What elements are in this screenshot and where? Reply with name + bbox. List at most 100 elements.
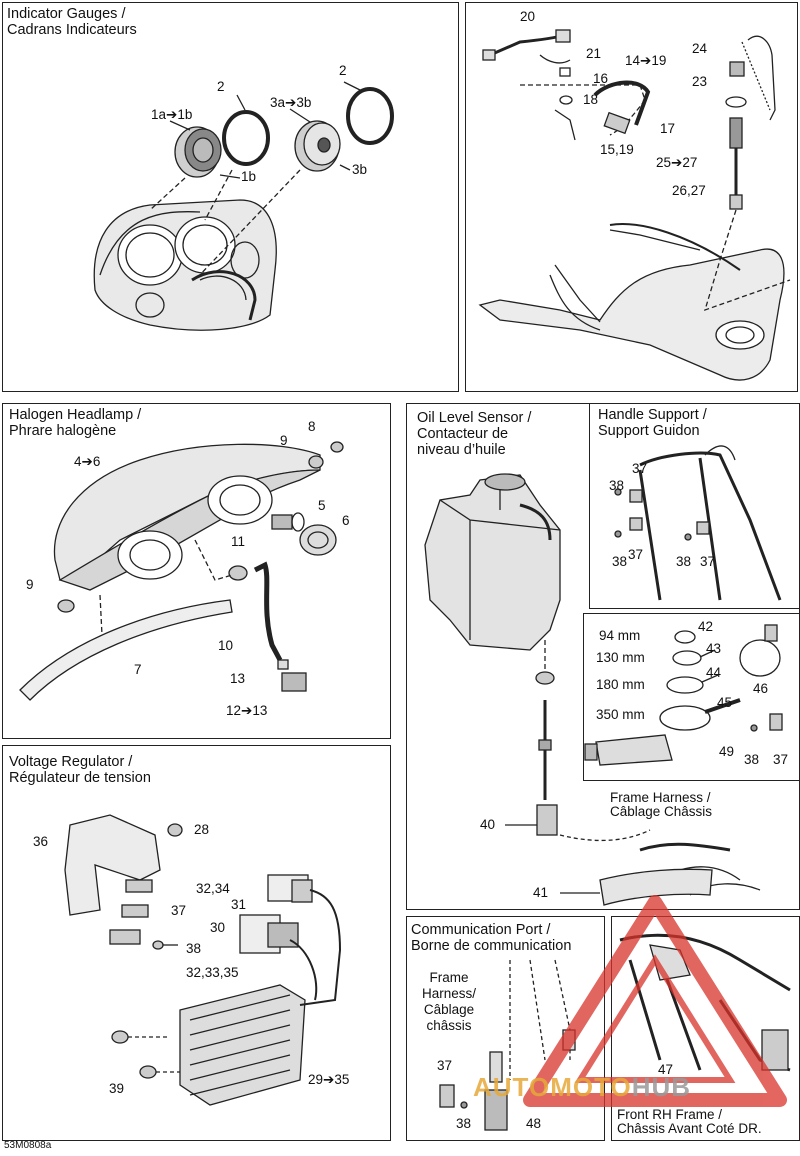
washer-18 (559, 95, 573, 105)
watermark-hub: HUB (631, 1072, 692, 1102)
callout-32-34: 32,34 (196, 881, 230, 896)
washer-23 (725, 96, 747, 108)
callout-49: 49 (719, 744, 735, 759)
size-130mm: 130 mm (596, 650, 645, 665)
part-13 (277, 659, 289, 670)
nut-8 (330, 441, 344, 453)
cable-tie-44 (666, 674, 719, 694)
instrument-cluster-housing (93, 199, 277, 331)
callout-21: 21 (586, 46, 602, 61)
cable-tie-42 (674, 630, 696, 644)
callout-38: 38 (186, 941, 202, 956)
comm-port-48 (484, 1089, 508, 1131)
callout-31: 31 (231, 897, 247, 912)
callout-3a-3b: 3a➔3b (270, 95, 312, 110)
watermark-logo (523, 895, 787, 1107)
panel-title: Indicator Gauges /Cadrans Indicateurs (7, 6, 137, 38)
callout-37: 37 (632, 461, 648, 476)
tube-17 (593, 80, 651, 126)
handle-support-frame (638, 445, 782, 601)
callout-17: 17 (660, 121, 676, 136)
clip-37b (629, 517, 643, 531)
panel-title: Handle Support /Support Guidon (598, 407, 707, 439)
callout-43: 43 (706, 641, 722, 656)
hose-10 (253, 561, 283, 662)
callout-16: 16 (593, 71, 609, 86)
callout-12-13: 12➔13 (226, 703, 268, 718)
callout-3b: 3b (352, 162, 368, 177)
callout-6: 6 (342, 513, 350, 528)
watermark-text: AUTOMOTOHUB (473, 1072, 691, 1103)
callout-38: 38 (676, 554, 692, 569)
callout-13: 13 (230, 671, 246, 686)
dess-post-25 (729, 117, 743, 210)
callout-9: 9 (26, 577, 34, 592)
callout-9: 9 (280, 433, 288, 448)
callout-14-19: 14➔19 (625, 53, 667, 68)
callout-2: 2 (217, 79, 225, 94)
callout-32-33-35: 32,33,35 (186, 965, 239, 980)
callout-38: 38 (456, 1116, 472, 1131)
front-frame-drawing (619, 933, 791, 1072)
front-frame-label: Front RH Frame /Châssis Avant Coté DR. (617, 1107, 762, 1136)
callout-26-27: 26,27 (672, 183, 706, 198)
drawing-code: 53M0808a (4, 1140, 52, 1151)
callout-1b: 1b (241, 169, 257, 184)
sleeve-41 (560, 868, 713, 906)
callout-15-19: 15,19 (600, 142, 634, 157)
nut-16 (559, 67, 571, 77)
connector-15 (603, 111, 631, 135)
panel-title: Halogen Headlamp /Phrare halogène (9, 407, 142, 439)
gauge-1a (174, 126, 222, 178)
nut-9 (57, 455, 324, 613)
callout-37: 37 (171, 903, 187, 918)
clip-37c (696, 521, 710, 535)
callout-46: 46 (753, 681, 769, 696)
connector-12 (281, 672, 307, 692)
bezel-ring-2b (346, 87, 394, 145)
size-94mm: 94 mm (599, 628, 641, 643)
callout-10: 10 (218, 638, 234, 653)
clip-21 (539, 54, 571, 64)
callout-45: 45 (717, 695, 733, 710)
oil-level-sensor-40 (505, 671, 558, 836)
callout-37: 37 (628, 547, 644, 562)
headlamp-assembly (53, 443, 321, 591)
callout-11: 11 (231, 534, 246, 549)
regulator-body-29 (179, 984, 306, 1106)
callout-5: 5 (318, 498, 326, 513)
callout-48: 48 (526, 1116, 542, 1131)
callout-18: 18 (583, 92, 599, 107)
callout-36: 36 (33, 834, 49, 849)
connector-30 (239, 914, 299, 954)
callout-20: 20 (520, 9, 536, 24)
callout-23: 23 (692, 74, 708, 89)
connector-31 (267, 874, 313, 903)
callout-38: 38 (744, 752, 760, 767)
screw-fitting (554, 109, 576, 141)
tether-cord-24 (729, 35, 776, 121)
bolt-39 (111, 1030, 180, 1079)
callout-38: 38 (609, 478, 625, 493)
bolt-38 (152, 940, 178, 950)
grommet-11 (228, 565, 248, 581)
callout-40: 40 (480, 817, 496, 832)
panel-title: Communication Port /Borne de communicati… (411, 922, 572, 954)
size-350mm: 350 mm (596, 707, 645, 722)
callout-47: 47 (658, 1062, 674, 1077)
cable-tie-45 (659, 698, 741, 731)
bezel-ring-2a (222, 110, 270, 166)
callout-37: 37 (437, 1058, 453, 1073)
callout-37: 37 (773, 752, 789, 767)
cable-tie-43 (672, 649, 716, 666)
callout-4-6: 4➔6 (74, 454, 101, 469)
callout-25-27: 25➔27 (656, 155, 698, 170)
watermark-auto: AUTOMOTO (473, 1072, 632, 1102)
callout-42: 42 (698, 619, 714, 634)
callout-44: 44 (706, 665, 722, 680)
gauge-3a (294, 120, 341, 172)
callout-29-35: 29➔35 (308, 1072, 350, 1087)
